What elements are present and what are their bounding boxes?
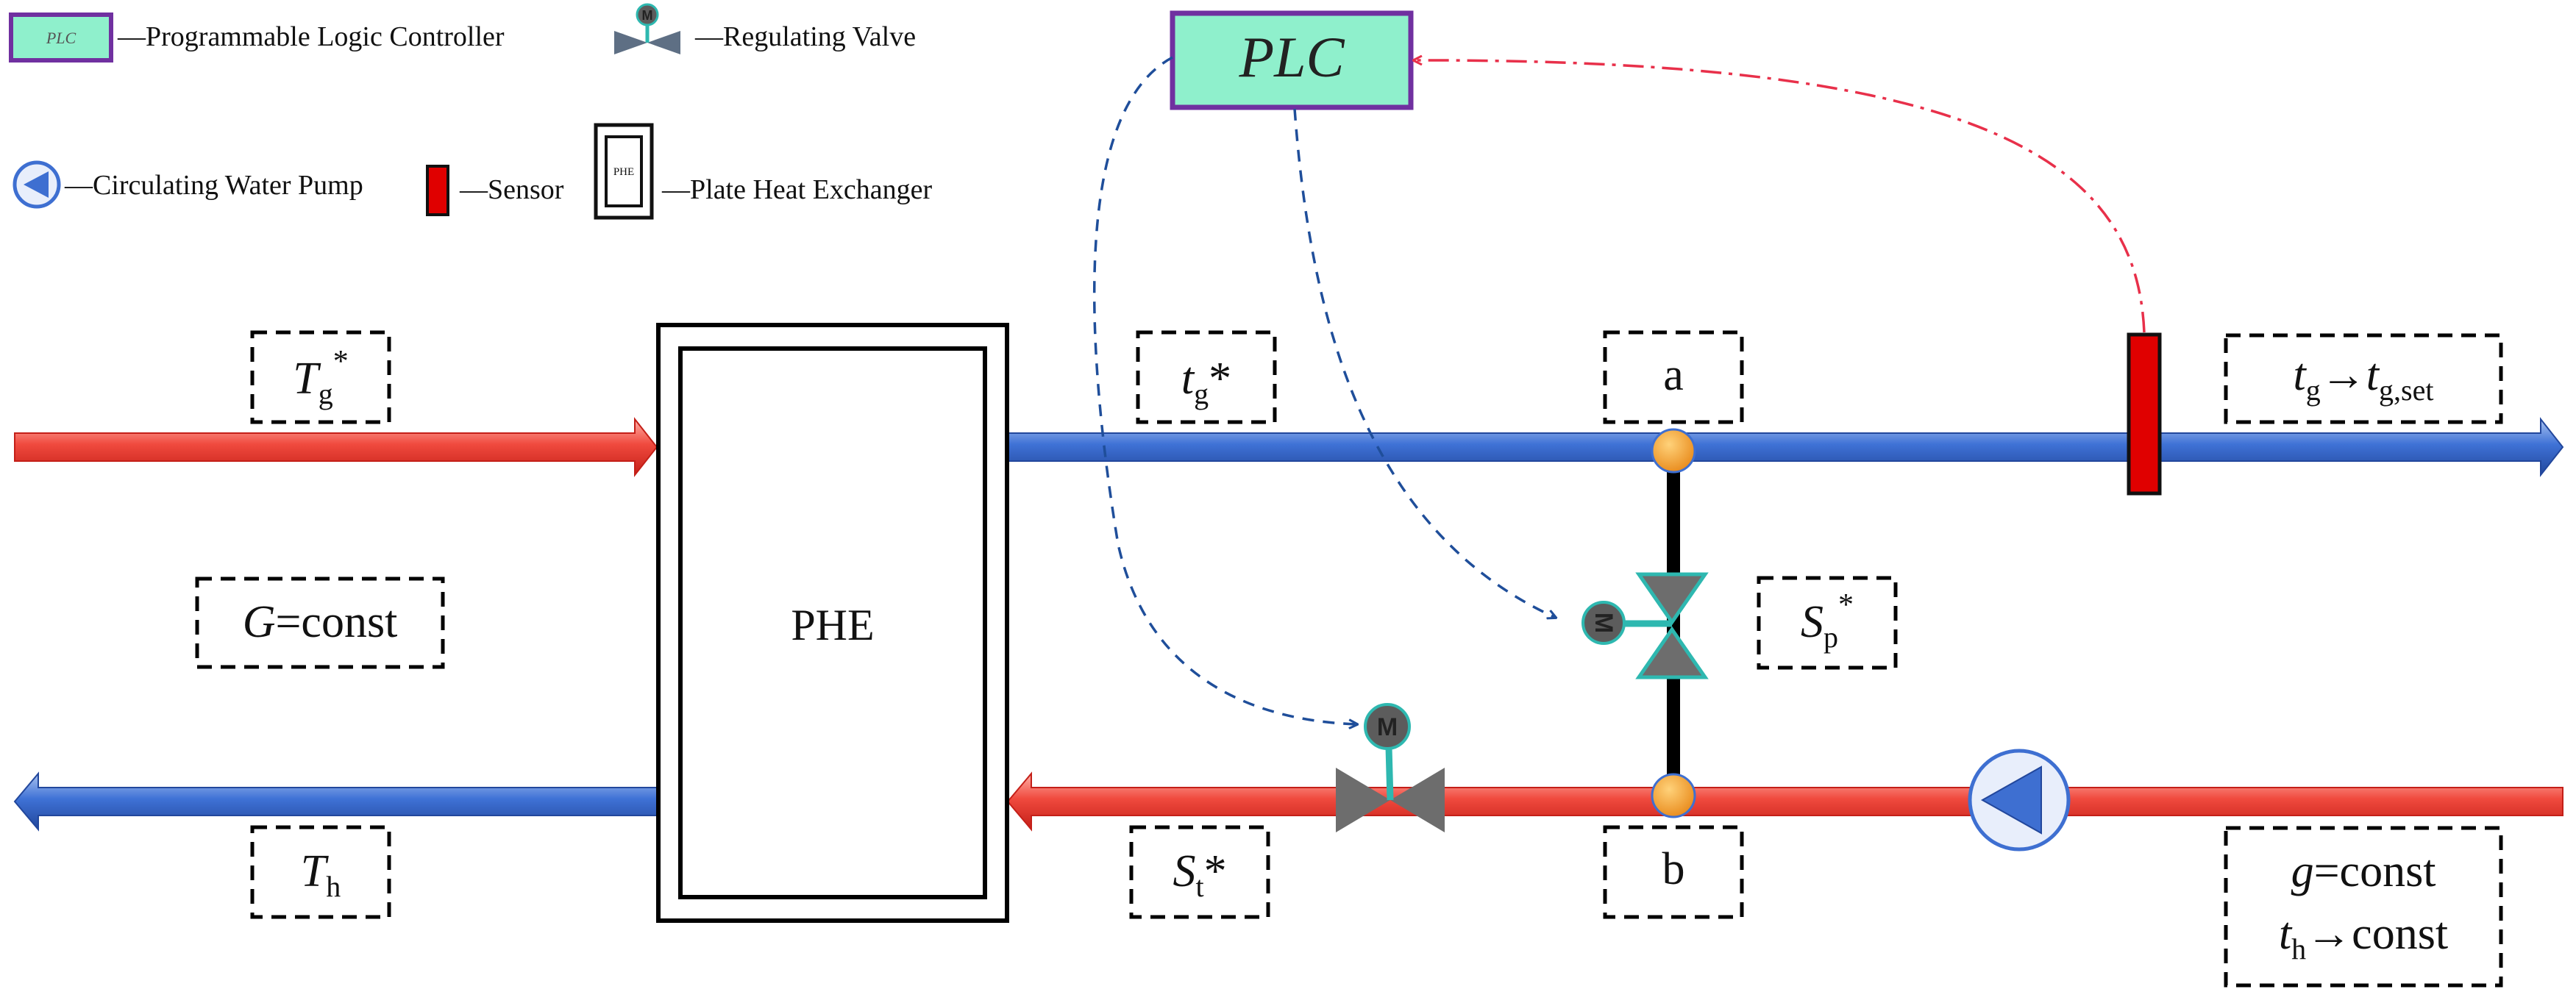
legend-phe-label: —Plate Heat Exchanger: [661, 174, 933, 205]
legend-pump-icon: [13, 160, 61, 209]
legend-phe-icon: PHE: [594, 123, 654, 220]
box-G: [195, 577, 445, 669]
label-St: St*: [1173, 846, 1226, 903]
box-Th: [250, 825, 391, 919]
bypass-valve-motor-text: M: [1590, 613, 1618, 633]
legend-plc-box-text: PLC: [46, 29, 77, 47]
legend-plc-box: [9, 13, 113, 63]
box-Tg: [250, 330, 391, 424]
label-Tg: Tg*: [293, 345, 348, 410]
return-valve-motor: [1364, 703, 1411, 750]
hot-supply-pipe: [14, 417, 658, 477]
temperature-sensor: [2127, 332, 2162, 496]
label-Sp: Sp*: [1801, 588, 1854, 654]
box-tg-set: [2224, 333, 2503, 424]
circulating-pump: [1968, 749, 2071, 852]
label-tg: tg*: [1181, 354, 1231, 410]
secondary-supply-pipe: [1007, 417, 2564, 477]
legend-pump-label: —Circulating Water Pump: [64, 170, 363, 201]
box-a: [1603, 330, 1744, 424]
junction-b: [1651, 773, 1696, 818]
legend-sensor-label: —Sensor: [459, 174, 564, 205]
signal-sensor-to-plc: [1414, 60, 2146, 333]
label-g-const: g=const: [2291, 846, 2436, 896]
pipes: [13, 417, 2564, 832]
label-G-const: G=const: [243, 597, 398, 647]
bypass-valve: M: [1581, 572, 1709, 679]
junction-a: [1651, 428, 1696, 474]
label-b: b: [1662, 844, 1685, 894]
plc-controller: PLC: [1170, 10, 1414, 110]
signal-plc-to-return-valve: [1092, 56, 1357, 724]
svg-text:M: M: [642, 8, 653, 23]
phe-label: PHE: [791, 601, 874, 649]
label-boxes: [195, 330, 2503, 988]
secondary-return-pipe: [1006, 771, 2563, 832]
label-tg-set: tg→tg,set: [2294, 350, 2434, 407]
return-valve-motor-text: M: [1377, 713, 1398, 741]
label-Th: Th: [301, 846, 341, 903]
legend-valve-label: —Regulating Valve: [694, 21, 916, 52]
cold-return-pipe: [13, 771, 658, 832]
box-g-th: [2224, 826, 2503, 988]
box-St: [1129, 825, 1270, 919]
label-th-const: th→const: [2279, 909, 2448, 965]
legend-sensor-icon: [426, 165, 449, 216]
legend: PLC —Programmable Logic Controller M —Re…: [9, 3, 933, 220]
bypass-valve-motor: [1581, 601, 1626, 645]
legend-valve-icon: M: [614, 3, 680, 54]
signal-plc-to-bypass-valve: [1293, 108, 1556, 618]
box-b: [1603, 825, 1744, 919]
label-a: a: [1663, 350, 1684, 400]
plate-heat-exchanger: PHE: [656, 323, 1009, 923]
legend-plc-label: —Programmable Logic Controller: [117, 21, 505, 52]
control-signals: [1092, 56, 2146, 724]
return-valve: M: [1336, 703, 1445, 832]
box-tg: [1136, 330, 1277, 424]
box-Sp: [1757, 576, 1898, 670]
plc-label: PLC: [1238, 25, 1345, 89]
svg-text:PHE: PHE: [613, 166, 634, 178]
